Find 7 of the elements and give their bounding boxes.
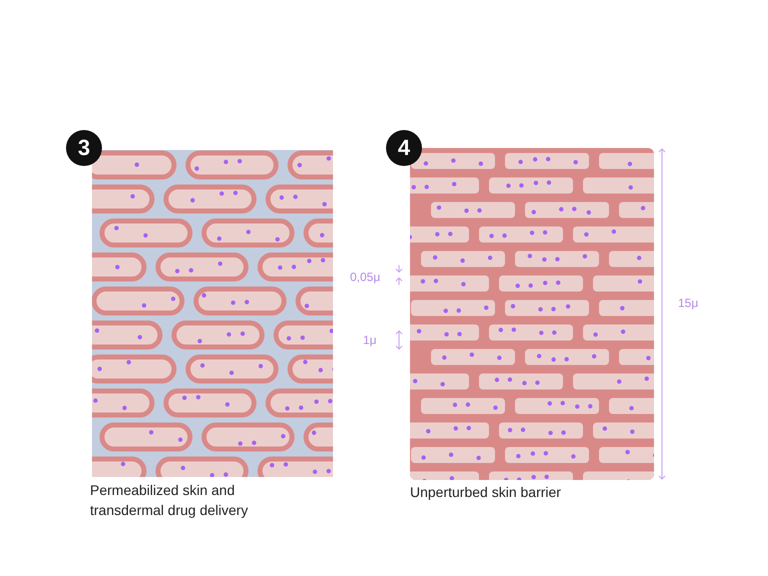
dimension-label: 1μ <box>363 333 377 347</box>
step-number: 3 <box>66 130 102 166</box>
caption: Permeabilized skin and transdermal drug delivery <box>90 481 249 520</box>
step-number: 4 <box>386 130 422 166</box>
dimension-label: 15μ <box>678 296 698 310</box>
caption: Unperturbed skin barrier <box>410 483 562 502</box>
dimension-label: 0,05μ <box>350 270 380 284</box>
